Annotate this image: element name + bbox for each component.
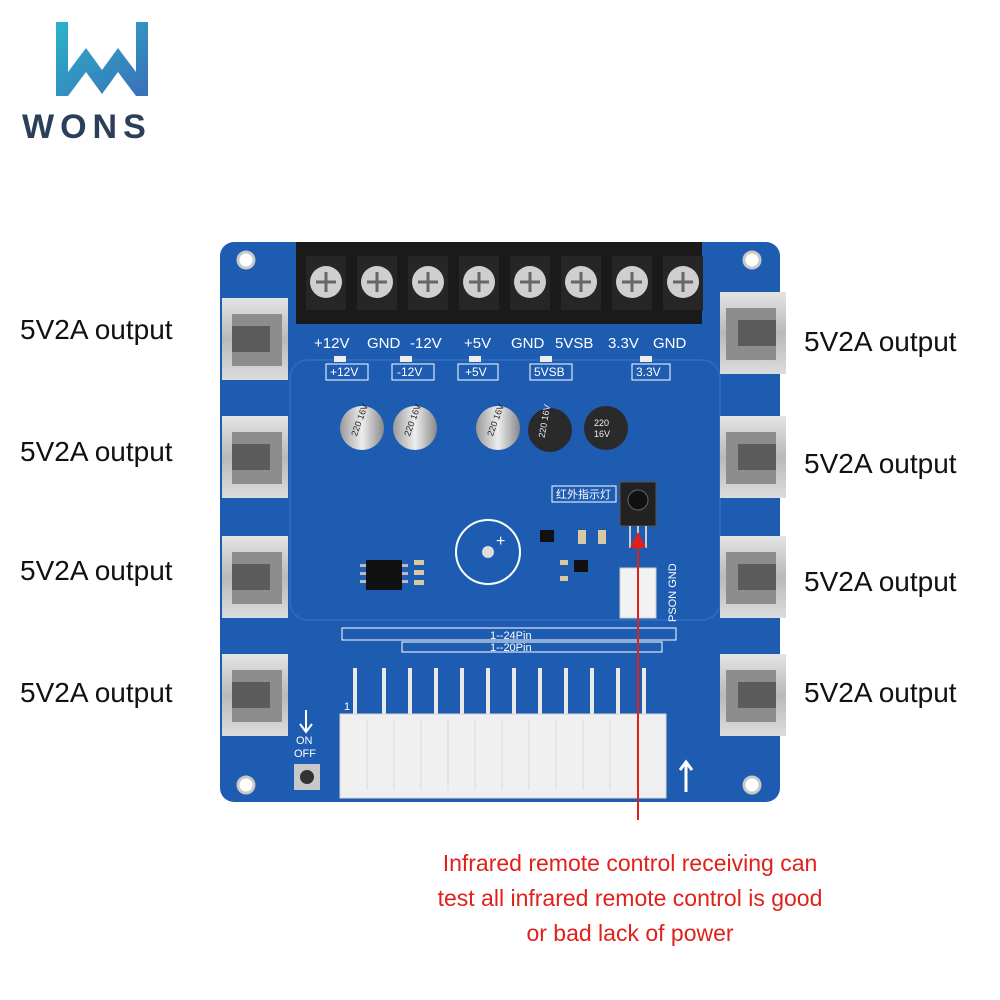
capacitor: 220 16V bbox=[476, 402, 520, 450]
terminal-label-3: -12V bbox=[410, 335, 442, 352]
terminal-screw bbox=[306, 256, 346, 310]
usb-port-right-2 bbox=[720, 416, 786, 498]
terminal-screw bbox=[357, 256, 397, 310]
capacitor: 220 16V bbox=[528, 404, 572, 452]
annotation-line-3: or bad lack of power bbox=[526, 920, 734, 946]
left-output-label-1: 5V2A output bbox=[20, 314, 173, 345]
svg-text:220: 220 bbox=[594, 418, 609, 428]
terminal-label-6: 5VSB bbox=[555, 335, 593, 352]
led-label-5: 3.3V bbox=[636, 365, 661, 379]
brand-name: WONS bbox=[22, 108, 152, 146]
terminal-screw bbox=[408, 256, 448, 310]
usb-port-right-4 bbox=[720, 654, 786, 736]
annotation-line-1: Infrared remote control receiving can bbox=[442, 850, 818, 876]
off-label: OFF bbox=[294, 748, 316, 760]
pin1-label: 1 bbox=[344, 701, 350, 713]
usb-port-left-4 bbox=[222, 654, 288, 736]
usb-port-right-3 bbox=[720, 536, 786, 618]
usb-port-left-3 bbox=[222, 536, 288, 618]
pson-gnd-label: PSON GND bbox=[667, 563, 679, 622]
wons-logo-mark bbox=[56, 22, 148, 96]
right-output-label-2: 5V2A output bbox=[804, 448, 957, 479]
terminal-label-4: +5V bbox=[464, 335, 491, 352]
usb-port-left-1 bbox=[222, 298, 288, 380]
capacitor: 220 16V bbox=[340, 402, 384, 450]
left-output-label-2: 5V2A output bbox=[20, 436, 173, 467]
led-label-1: +12V bbox=[330, 365, 358, 379]
ir-indicator-label: 红外指示灯 bbox=[556, 487, 611, 501]
left-output-label-3: 5V2A output bbox=[20, 555, 173, 586]
annotation-text: Infrared remote control receiving can te… bbox=[360, 846, 900, 951]
pin20-label: 1--20Pin bbox=[490, 642, 532, 654]
terminal-label-1: +12V bbox=[314, 335, 349, 352]
terminal-screw bbox=[612, 256, 652, 310]
terminal-screw bbox=[561, 256, 601, 310]
usb-port-right-1 bbox=[720, 292, 786, 374]
led-label-4: 5VSB bbox=[534, 365, 565, 379]
terminal-label-5: GND bbox=[511, 335, 545, 352]
terminal-screw bbox=[459, 256, 499, 310]
atx-24pin-connector bbox=[339, 713, 667, 799]
led-label-3: +5V bbox=[465, 365, 487, 379]
terminal-label-7: 3.3V bbox=[608, 335, 639, 352]
led-label-2: -12V bbox=[397, 365, 422, 379]
right-output-label-3: 5V2A output bbox=[804, 566, 957, 597]
right-output-label-1: 5V2A output bbox=[804, 326, 957, 357]
svg-text:+: + bbox=[496, 533, 505, 550]
pin24-label: 1--24Pin bbox=[490, 630, 532, 642]
power-breakout-board: +12V GND -12V +5V GND 5VSB 3.3V GND +12V… bbox=[220, 242, 786, 820]
terminal-label-8: GND bbox=[653, 335, 687, 352]
on-label: ON bbox=[296, 735, 313, 747]
terminal-screw bbox=[663, 256, 703, 310]
svg-text:16V: 16V bbox=[594, 429, 610, 439]
left-output-label-4: 5V2A output bbox=[20, 677, 173, 708]
right-output-label-4: 5V2A output bbox=[804, 677, 957, 708]
terminal-label-2: GND bbox=[367, 335, 401, 352]
usb-port-left-2 bbox=[222, 416, 288, 498]
ic-chip bbox=[366, 560, 402, 590]
capacitor: 220 16V bbox=[393, 402, 437, 450]
terminal-screw bbox=[510, 256, 550, 310]
annotation-line-2: test all infrared remote control is good bbox=[437, 885, 823, 911]
